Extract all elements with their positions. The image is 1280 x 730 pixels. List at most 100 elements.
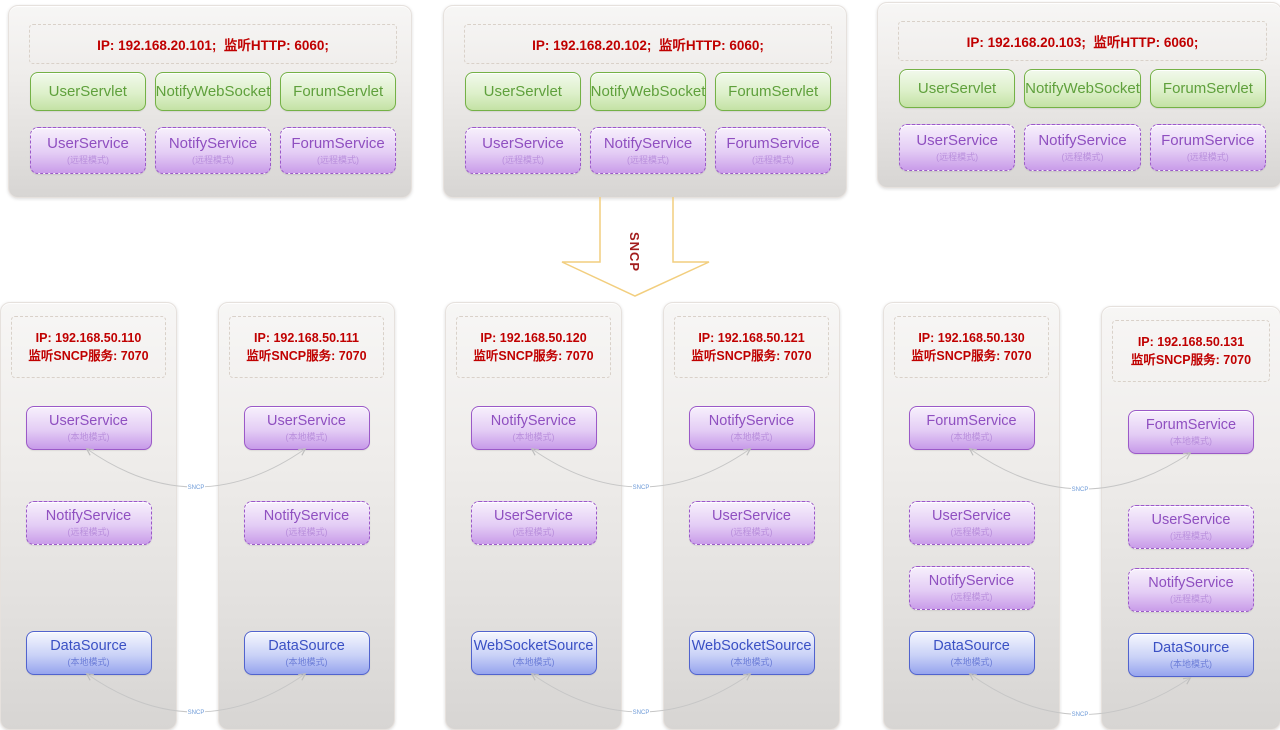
service-box: UserService (远程模式) (908, 501, 1035, 545)
servlet-row: UserServlet NotifyWebSocket ForumServlet (465, 72, 831, 111)
service-label: UserService (482, 135, 564, 152)
datasource-box: DataSource(本地模式) (243, 631, 370, 675)
service-label: ForumService (926, 413, 1017, 429)
service-label: UserService (267, 413, 346, 429)
datasource-box: DataSource (本地模式) (25, 631, 152, 675)
service-label: NotifyService (708, 413, 795, 429)
service-box: ForumService(远程模式) (280, 127, 396, 174)
service-box: UserService(远程模式) (688, 501, 815, 545)
service-label: DataSource (50, 638, 127, 654)
servlet-label: ForumServlet (1162, 80, 1253, 97)
listen-text: 监听SNCP服务: 7070 (28, 349, 149, 363)
service-box: UserService(本地模式) (243, 406, 370, 450)
service-mode: (远程模式) (502, 155, 544, 165)
service-box: UserService (本地模式) (25, 406, 152, 450)
service-mode: (本地模式) (1170, 436, 1212, 446)
service-box: NotifyService (远程模式) (908, 566, 1035, 610)
servlet-box: ForumServlet (1149, 69, 1266, 108)
service-mode: (远程模式) (936, 152, 979, 162)
ip-text: IP: 192.168.50.120 (480, 330, 587, 345)
service-label: UserService (49, 413, 128, 429)
service-row: UserService(远程模式) NotifyService(远程模式) Fo… (899, 124, 1266, 171)
service-box: NotifyService(远程模式) (25, 501, 152, 545)
service-mode: (远程模式) (192, 155, 234, 165)
servlet-row: UserServlet NotifyWebSocket ForumServlet (899, 69, 1266, 108)
sncp-arrow-label: SNCP (627, 231, 642, 273)
servlet-label: ForumServlet (293, 83, 384, 100)
service-box: UserService (远程模式) (465, 127, 581, 174)
sncp-server-box-131: IP: 192.168.50.131 监听SNCP服务: 7070 ForumS… (1101, 306, 1280, 730)
service-label: ForumService (291, 135, 385, 152)
ip-text: IP: 192.168.50.121 (698, 330, 805, 345)
ip-header: IP: 192.168.50.130 监听SNCP服务: 7070 (894, 316, 1049, 378)
service-label: DataSource (933, 638, 1010, 654)
connector-label-bg (632, 708, 650, 715)
service-label: NotifyService (1148, 575, 1234, 591)
service-label: UserService (932, 508, 1011, 524)
servlet-box: ForumServlet (280, 72, 396, 111)
service-mode: (本地模式) (512, 432, 555, 442)
listen-text: 监听SNCP服务: 7070 (911, 349, 1032, 363)
service-box: ForumService(本地模式) (908, 406, 1035, 450)
service-label: NotifyService (263, 508, 350, 524)
service-mode: (远程模式) (752, 155, 794, 165)
service-mode: (本地模式) (67, 657, 110, 667)
sncp-server-box-120: IP: 192.168.50.120 监听SNCP服务: 7070 Notify… (445, 302, 622, 730)
service-label: WebSocketSource (473, 638, 594, 654)
service-label: UserService (1151, 512, 1231, 528)
servlet-box: UserServlet (465, 72, 581, 111)
connector-label: SNCP (188, 485, 205, 491)
service-mode: (本地模式) (67, 432, 110, 442)
service-label: NotifyService (603, 135, 693, 152)
service-box: ForumService(远程模式) (1149, 124, 1266, 171)
service-row: UserService(远程模式) NotifyService(远程模式) Fo… (465, 127, 831, 174)
ip-text: IP: 192.168.50.130 (918, 330, 1025, 345)
ip-header: IP: 192.168.50.111 监听SNCP服务: 7070 (229, 316, 384, 378)
service-box: NotifyService(远程模式) (590, 127, 706, 174)
listen-text: 监听SNCP服务: 7070 (473, 349, 594, 363)
service-label: NotifyService (928, 573, 1015, 589)
service-mode: (远程模式) (730, 527, 773, 537)
ip-text: IP: 192.168.50.111 (254, 330, 359, 345)
service-box: UserService(远程模式) (1128, 505, 1254, 549)
ip-header: IP: 192.168.50.110 监听SNCP服务: 7070 (11, 316, 166, 378)
service-mode: (远程模式) (67, 527, 110, 537)
listen-text: 监听SNCP服务: 7070 (246, 349, 367, 363)
service-mode: (本地模式) (950, 657, 993, 667)
connector-label-bg (1071, 710, 1089, 717)
service-mode: (远程模式) (512, 527, 555, 537)
connector-label: SNCP (188, 710, 205, 716)
servlet-box: NotifyWebSocket (1024, 69, 1141, 108)
service-mode: (远程模式) (285, 527, 328, 537)
servlet-label: NotifyWebSocket (155, 83, 271, 100)
service-box: NotifyService(远程模式) (1128, 568, 1254, 612)
service-label: ForumService (1145, 417, 1237, 433)
connector-label: SNCP (1072, 712, 1089, 718)
service-label: ForumService (1161, 132, 1255, 149)
service-mode: (本地模式) (1170, 659, 1212, 669)
service-label: NotifyService (490, 413, 577, 429)
sncp-server-box-130: IP: 192.168.50.130 监听SNCP服务: 7070 ForumS… (883, 302, 1060, 730)
service-mode: (远程模式) (1061, 152, 1104, 162)
service-mode: (远程模式) (950, 592, 993, 602)
ip-header: IP: 192.168.20.103; 监听HTTP: 6060; (898, 21, 1267, 61)
servlet-label: NotifyWebSocket (590, 83, 706, 100)
servlet-label: UserServlet (917, 80, 997, 97)
listen-text: 监听SNCP服务: 7070 (691, 349, 812, 363)
ip-header: IP: 192.168.20.101; 监听HTTP: 6060; (29, 24, 397, 64)
service-mode: (远程模式) (950, 527, 993, 537)
service-mode: (本地模式) (285, 657, 328, 667)
service-box: UserService(远程模式) (30, 127, 146, 174)
service-label: WebSocketSource (691, 638, 812, 654)
ip-header: IP: 192.168.50.121 监听SNCP服务: 7070 (674, 316, 829, 378)
sncp-server-box-111: IP: 192.168.50.111 监听SNCP服务: 7070 UserSe… (218, 302, 395, 730)
websocketsource-box: WebSocketSource (本地模式) (470, 631, 597, 675)
ip-text: IP: 192.168.20.101; 监听HTTP: 6060; (97, 38, 329, 53)
service-mode: (本地模式) (512, 657, 555, 667)
connector-label: SNCP (1072, 487, 1089, 493)
servlet-label: ForumServlet (728, 83, 819, 100)
ip-header: IP: 192.168.50.131 监听SNCP服务: 7070 (1112, 320, 1270, 382)
service-mode: (本地模式) (730, 657, 773, 667)
servlet-label: NotifyWebSocket (1025, 80, 1140, 97)
connector-label: SNCP (633, 485, 650, 491)
